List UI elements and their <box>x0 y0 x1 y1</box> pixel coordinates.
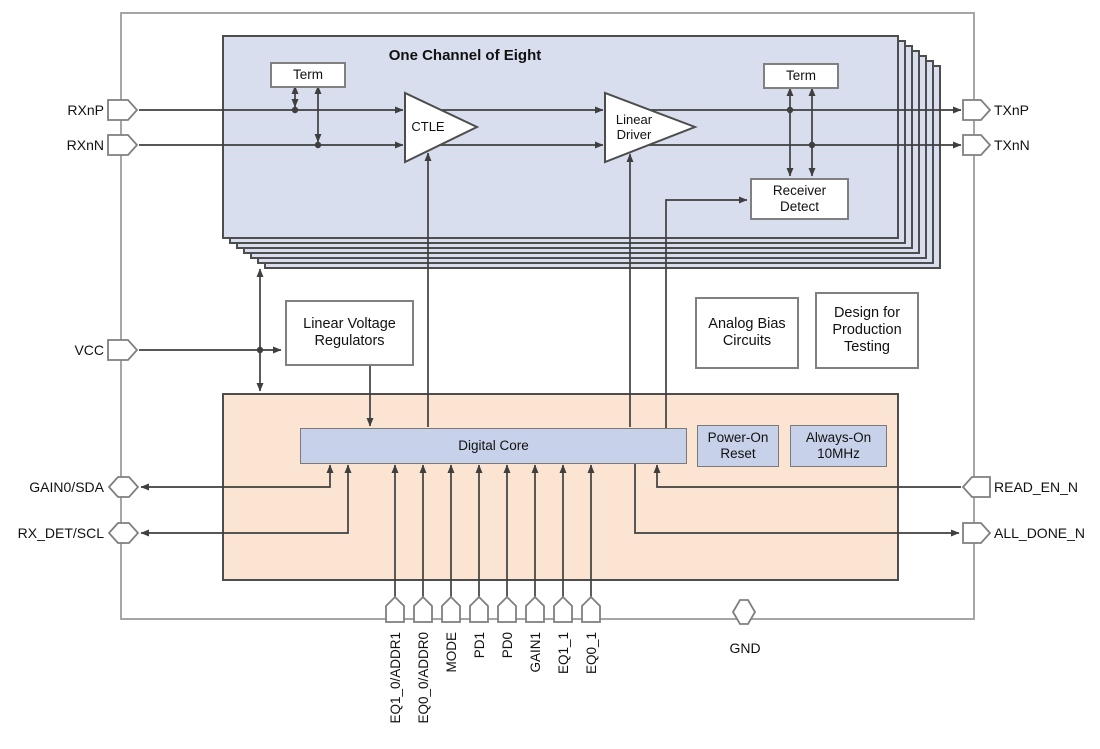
junction-dots <box>256 106 816 354</box>
pin-rxnn <box>107 134 139 156</box>
linear-driver-triangle <box>604 91 698 164</box>
pin-label-eq0-0-addr0: EQ0_0/ADDR0 <box>416 632 431 724</box>
wire-gain0-sda <box>140 464 334 491</box>
wire-all-done-n <box>634 462 960 537</box>
pin-label-read-en-n: READ_EN_N <box>994 479 1079 495</box>
pin-label-pd1: PD1 <box>472 632 487 659</box>
pin-label-gain0-sda: GAIN0/SDA <box>29 479 104 495</box>
pin-txnp <box>962 99 992 121</box>
pin-all-done-n <box>962 522 992 544</box>
pin-label-all-done-n: ALL_DONE_N <box>994 525 1086 541</box>
pin-label-vcc: VCC <box>74 342 104 358</box>
pin-eq0-1 <box>581 595 601 623</box>
analog-bias-circuits-box: Analog Bias Circuits <box>695 297 799 369</box>
pin-txnn <box>962 134 992 156</box>
pin-label-txnp: TXnP <box>994 102 1030 118</box>
pin-label-mode: MODE <box>444 632 459 673</box>
pin-label-txnn: TXnN <box>994 137 1030 153</box>
pin-rx-det-scl <box>107 522 140 544</box>
linear-voltage-regulators-box: Linear Voltage Regulators <box>285 300 414 366</box>
wire-rx-det-scl <box>140 464 352 537</box>
pin-label-gain1: GAIN1 <box>528 632 543 673</box>
linear-driver-label: Linear Driver <box>615 112 653 142</box>
digital-core-box: Digital Core <box>300 428 687 464</box>
pin-label-pd0: PD0 <box>500 632 515 659</box>
ctle-triangle <box>404 91 480 164</box>
pin-label-rxnp: RXnP <box>67 102 104 118</box>
channel-title: One Channel of Eight <box>388 47 542 64</box>
pin-label-rxnn: RXnN <box>66 137 104 153</box>
pin-mode <box>441 595 461 623</box>
term-box-right: Term <box>763 63 839 89</box>
pin-label-eq1-1: EQ1_1 <box>556 632 571 675</box>
design-for-production-testing-box: Design for Production Testing <box>815 292 919 369</box>
pin-pd0 <box>497 595 517 623</box>
pin-gain0-sda <box>107 476 140 498</box>
wires <box>139 85 962 598</box>
power-on-reset-box: Power-On Reset <box>697 425 779 467</box>
pin-vcc <box>107 339 139 361</box>
pin-read-en-n <box>961 476 991 498</box>
pin-label-rx-det-scl: RX_DET/SCL <box>17 525 104 541</box>
pin-gain1 <box>525 595 545 623</box>
pin-eq1-1 <box>553 595 573 623</box>
pin-gnd <box>731 599 757 625</box>
receiver-detect-box: Receiver Detect <box>750 178 849 220</box>
pin-pd1 <box>469 595 489 623</box>
pin-label-eq0-1: EQ0_1 <box>584 632 599 675</box>
ctle-label: CTLE <box>411 119 445 134</box>
pin-rxnp <box>107 99 139 121</box>
pin-label-eq1-0-addr1: EQ1_0/ADDR1 <box>388 632 403 724</box>
pin-label-gnd: GND <box>729 640 761 656</box>
always-on-box: Always-On 10MHz <box>790 425 887 467</box>
pin-eq1-0-addr1 <box>385 595 405 623</box>
pin-eq0-0-addr0 <box>413 595 433 623</box>
package-pins <box>107 99 992 625</box>
wire-read-en-n <box>653 464 961 488</box>
term-box-left: Term <box>270 62 346 88</box>
wire-receiver-detect <box>665 196 748 428</box>
